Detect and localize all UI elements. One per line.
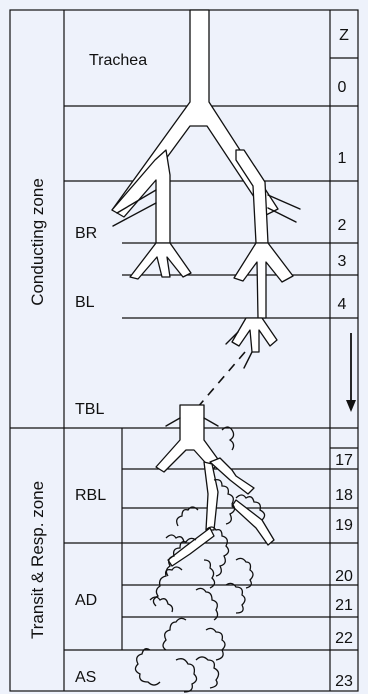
duct-branch-right [231, 499, 275, 546]
generation-number: 22 [335, 630, 353, 647]
generation-header: Z [339, 27, 349, 44]
generation-number: 18 [335, 487, 353, 504]
left-bronchus-shape [111, 149, 171, 244]
continuation-dashes [196, 351, 246, 409]
left-subbranch-shape [129, 242, 192, 280]
alveoli [134, 426, 266, 693]
generation-grid [64, 57, 358, 651]
respiratory-bronchiole-main [203, 461, 219, 531]
transit-zone-label: Transit & Resp. zone [28, 481, 47, 639]
bronchioles-label: BL [75, 294, 95, 311]
respiratory-bronchioles-label: RBL [75, 487, 106, 504]
down-arrow-icon [346, 333, 356, 412]
terminal-bronchioles-label: TBL [75, 401, 104, 418]
airway-tree-respiratory [155, 404, 275, 567]
respiratory-bronchiole-shape [209, 457, 255, 495]
alveolar-ducts-label: AD [75, 592, 97, 609]
generation-number: 20 [335, 568, 353, 585]
terminal-bronchiole-shape [155, 404, 221, 473]
generation-number: 4 [338, 296, 347, 313]
table-frame [9, 9, 359, 692]
alveolar-sacs-label: AS [75, 669, 96, 686]
duct-branch-left [167, 527, 215, 567]
generation-number: 3 [338, 253, 347, 270]
generation-number: 17 [335, 452, 353, 469]
airway-tree-conducting [111, 9, 301, 409]
generation-number: 23 [335, 673, 353, 690]
right-bronchus-shape [235, 149, 269, 244]
generation-numbers: 0 1 2 3 4 17 18 19 20 21 22 23 [335, 79, 353, 690]
bronchi-label: BR [75, 225, 97, 242]
generation-number: 1 [338, 150, 347, 167]
generation-number: 2 [338, 217, 347, 234]
right-subbranch-shape [233, 242, 294, 319]
generation-number: 21 [335, 597, 353, 614]
trachea-label: Trachea [89, 52, 147, 69]
bronchiole-fork-shape [231, 317, 278, 353]
generation-number: 19 [335, 517, 353, 534]
conducting-zone-label: Conducting zone [28, 178, 47, 306]
generation-number: 0 [338, 79, 347, 96]
